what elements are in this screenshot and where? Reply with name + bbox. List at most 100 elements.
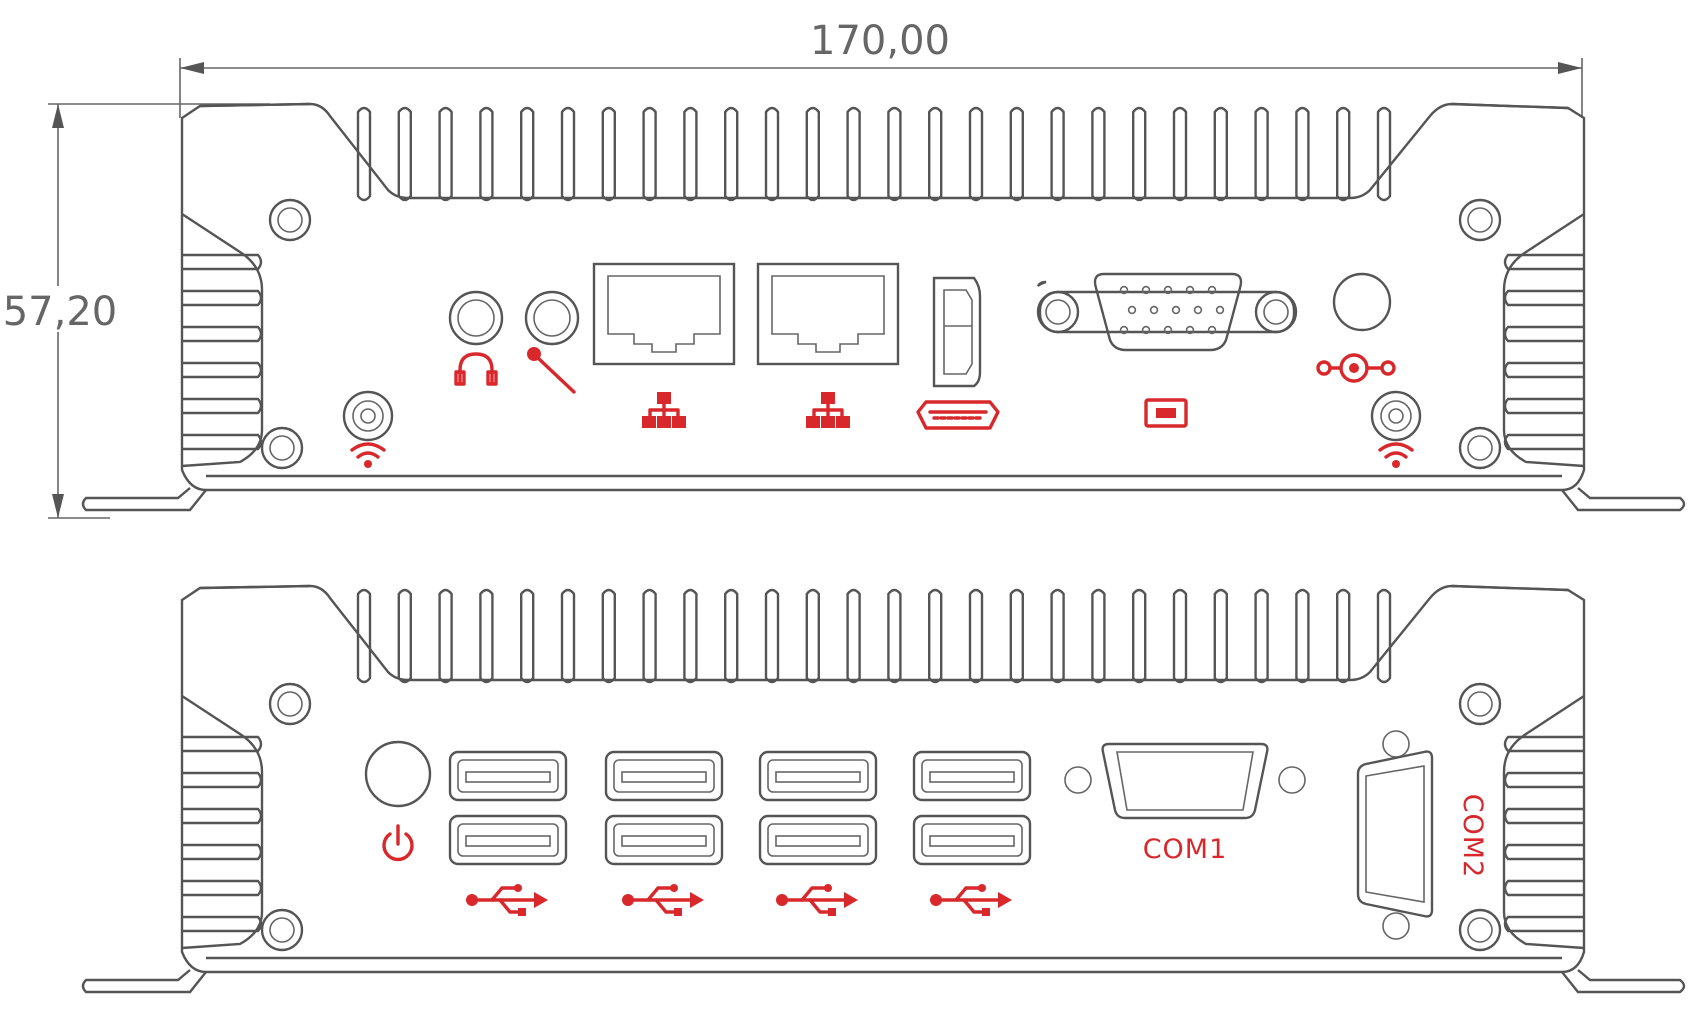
vga-pin [1119, 325, 1129, 335]
heatsink-fin [1254, 588, 1269, 684]
side-fin [1503, 807, 1586, 825]
vga-pin [1215, 305, 1225, 315]
dc-power-icon [1316, 353, 1396, 383]
heatsink-fin [1213, 588, 1229, 684]
lan-icon [640, 390, 688, 430]
hdmi-icon [916, 400, 1000, 430]
vga-pin [1127, 305, 1137, 315]
heatsink-fin [968, 588, 984, 684]
wifi-icon [1378, 442, 1414, 470]
side-fin [1503, 361, 1586, 379]
heatsink-fin [1172, 588, 1188, 684]
usb-icon [464, 882, 550, 918]
side-fin [180, 879, 263, 897]
side-fin [180, 289, 263, 307]
front-enclosure-outline [81, 584, 1686, 994]
side-fin [1503, 915, 1586, 933]
rear-heatsink-fins [356, 106, 1392, 202]
heatsink-fin [968, 106, 984, 202]
com2-label: COM2 [1457, 794, 1488, 879]
side-fin [1503, 397, 1586, 415]
front-panel: COM1 COM2 [81, 584, 1686, 994]
vga-screw-icon [1036, 290, 1080, 334]
heatsink-fin [642, 106, 657, 202]
side-fin [180, 735, 263, 753]
heatsink-fin [805, 588, 820, 684]
headphone-jack[interactable] [448, 290, 504, 346]
heatsink-fin [1254, 106, 1269, 202]
microphone-jack[interactable] [524, 290, 580, 346]
usb-port[interactable] [912, 750, 1032, 802]
side-fin [1503, 433, 1586, 451]
db9-connector [1101, 742, 1269, 820]
front-side-fins [180, 694, 1586, 950]
vga-screw-icon [1254, 290, 1298, 334]
usb-port[interactable] [758, 750, 878, 802]
side-contour [181, 212, 1585, 468]
vga-pin [1193, 305, 1203, 315]
dc-power-input[interactable] [1332, 272, 1392, 332]
heatsink-fin [397, 588, 412, 684]
wifi-antenna-connector[interactable] [342, 390, 394, 442]
width-dimension: 170,00 [179, 18, 1583, 118]
lan-port-2[interactable] [756, 262, 900, 366]
heatsink-fin [1091, 106, 1106, 202]
rear-panel [81, 102, 1686, 512]
screw-icon [260, 426, 304, 470]
usb-port[interactable] [448, 750, 568, 802]
usb-icon [928, 882, 1014, 918]
vga-pin [1141, 285, 1151, 295]
heatsink-fin [764, 588, 780, 684]
vga-port[interactable] [1036, 272, 1298, 352]
side-contour [181, 694, 1585, 950]
usb-port[interactable] [912, 814, 1032, 866]
microphone-icon [527, 347, 576, 394]
usb-port[interactable] [604, 814, 724, 866]
usb-icon [774, 882, 860, 918]
db9-connector [1356, 750, 1434, 918]
heatsink-fin [601, 106, 616, 202]
heatsink-fin [438, 106, 453, 202]
vga-pin [1141, 325, 1151, 335]
heatsink-fin [438, 588, 453, 684]
vga-pin [1171, 305, 1181, 315]
side-fin [180, 361, 263, 379]
side-fin [1503, 325, 1586, 343]
wifi-antenna-connector[interactable] [1370, 390, 1422, 442]
heatsink-fin [1131, 106, 1147, 202]
headphone-icon [454, 352, 498, 386]
rear-side-fins [180, 212, 1586, 468]
heatsink-fin [560, 588, 576, 684]
height-dimension-label: 57,20 [3, 289, 118, 335]
vga-pins [1119, 285, 1225, 335]
power-button[interactable] [364, 740, 432, 808]
heatsink-fin [846, 588, 861, 684]
side-fin [1503, 879, 1586, 897]
heatsink-fin [642, 588, 657, 684]
heatsink-fin [1009, 588, 1024, 684]
heatsink-fin [683, 106, 698, 202]
heatsink-fin [560, 106, 576, 202]
usb-port[interactable] [758, 814, 878, 866]
side-fin [180, 325, 263, 343]
usb-port[interactable] [448, 814, 568, 866]
heatsink-fin [683, 588, 698, 684]
heatsink-fin [479, 588, 494, 684]
usb-port[interactable] [604, 750, 724, 802]
heatsink-fin [1050, 588, 1065, 684]
width-dimension-label: 170,00 [810, 18, 950, 64]
usb-ports [448, 750, 1032, 918]
heatsink-fin [1335, 588, 1351, 684]
side-fin [180, 807, 263, 825]
com-port-1[interactable] [1064, 742, 1306, 820]
side-fin [180, 915, 263, 933]
hdmi-port[interactable] [932, 276, 982, 388]
wifi-icon [350, 442, 386, 470]
lan-port-1[interactable] [592, 262, 736, 366]
side-fin [1503, 843, 1586, 861]
vga-pin [1149, 305, 1159, 315]
screw-icon [268, 198, 312, 242]
com-port-2[interactable] [1356, 730, 1434, 940]
heatsink-fin [1295, 588, 1310, 684]
